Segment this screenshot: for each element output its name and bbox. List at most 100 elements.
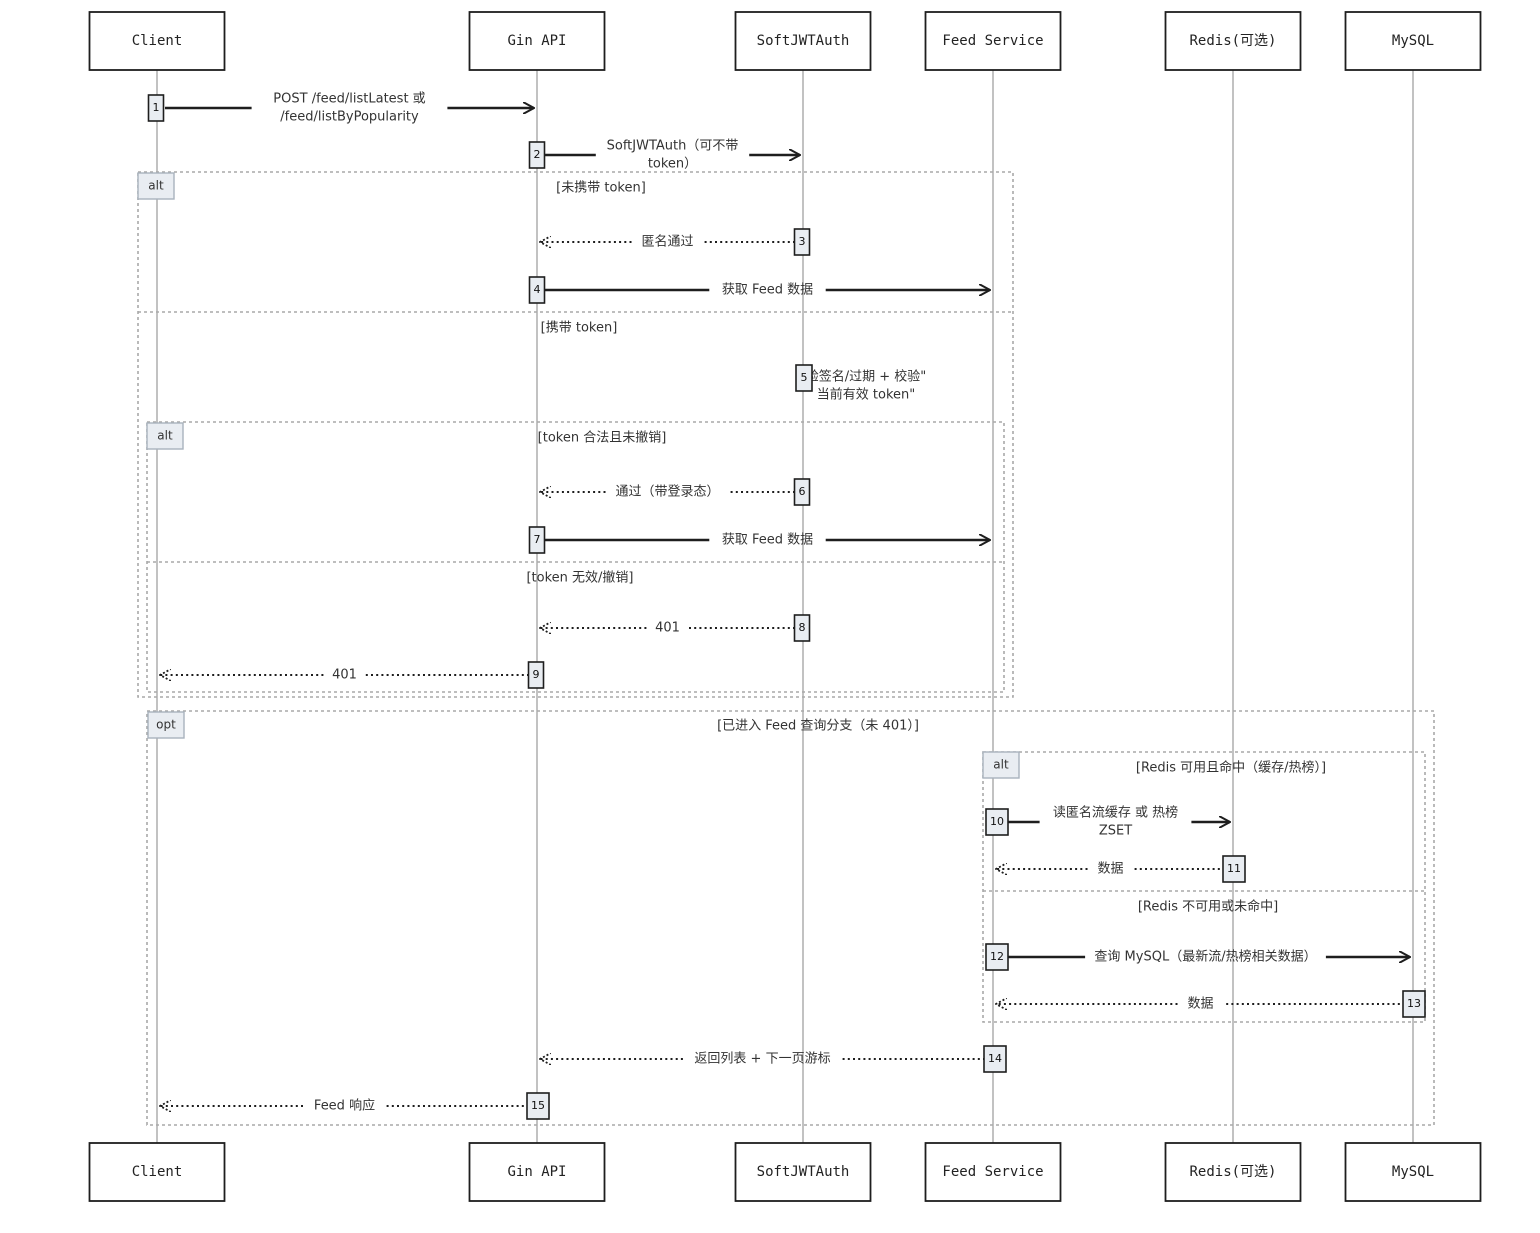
participant-feed-bottom: Feed Service: [924, 1142, 1062, 1202]
participant-box: [88, 1142, 226, 1202]
message-label: 数据: [1187, 997, 1213, 1012]
fragment-alt-4: alt[Redis 可用且命中（缓存/热榜）][Redis 不可用或未命中]: [982, 751, 1426, 1023]
step-number: 2: [534, 148, 541, 161]
message-label: 当前有效 token": [817, 387, 915, 403]
participant-label: Client: [132, 33, 183, 49]
step-number: 11: [1227, 862, 1241, 875]
participant-label: MySQL: [1392, 33, 1434, 49]
message-label: 匿名通过: [641, 234, 693, 250]
message-label: POST /feed/listLatest 或: [273, 92, 425, 107]
step-number: 10: [990, 815, 1004, 828]
message-12: 查询 MySQL（最新流/热榜相关数据）12: [985, 943, 1410, 971]
message-label: 验签名/过期 + 校验": [806, 369, 927, 385]
step-badge: [985, 943, 1009, 971]
message-label: 读匿名流缓存 或 热榜: [1053, 805, 1178, 821]
step-number: 14: [988, 1052, 1002, 1065]
message-13: 数据 13: [996, 990, 1426, 1018]
participant-mysql-top: MySQL: [1344, 11, 1482, 71]
fragments: alt [未携带 token] [携带 token] alt [token 合法且未撤销…: [137, 171, 1435, 1126]
lifelines: [156, 70, 1414, 1143]
step-badge: [985, 808, 1009, 836]
message-label: 数据: [1097, 862, 1123, 877]
participant-redis-top: Redis(可选): [1164, 11, 1302, 71]
step-badge: [528, 276, 546, 304]
participant-box: [468, 11, 606, 71]
step-badge: [795, 364, 813, 392]
participant-auth-top: SoftJWTAuth: [734, 11, 872, 71]
message-7: 获取 Feed 数据 7: [528, 526, 991, 554]
participant-box: [1344, 1142, 1482, 1202]
fragment-condition: [未携带 token]: [556, 180, 646, 196]
step-number: 7: [534, 533, 541, 546]
fragment-kind-tag: [137, 172, 175, 200]
message-4: 获取 Feed 数据 4: [528, 276, 991, 304]
fragment-kind-tag: [982, 751, 1020, 779]
step-number: 1: [153, 101, 160, 114]
participant-box: [924, 1142, 1062, 1202]
fragment-frame: [982, 751, 1426, 1023]
message-label: 返回列表 + 下一页游标: [694, 1052, 830, 1067]
fragment-frame: [146, 710, 1435, 1126]
message-5: 验签名/过期 + 校验" 当前有效 token" 5: [795, 364, 927, 403]
fragment-kind-tag: [147, 711, 185, 739]
message-label: /feed/listByPopularity: [280, 110, 419, 125]
step-badge: [793, 228, 811, 256]
message-6: 通过（带登录态） 6: [540, 478, 811, 506]
step-badge: [527, 661, 545, 689]
step-badge: [526, 1092, 550, 1120]
step-badge: [1402, 990, 1426, 1018]
step-number: 3: [799, 235, 806, 248]
participant-label: Client: [132, 1164, 183, 1180]
fragment-frame: [137, 171, 1014, 698]
participant-label: Redis(可选): [1189, 1164, 1276, 1180]
message-label: 获取 Feed 数据: [722, 533, 813, 548]
step-number: 6: [799, 485, 806, 498]
participant-client-top: Client: [88, 11, 226, 71]
participant-label: Redis(可选): [1189, 33, 1276, 49]
step-badge: [1222, 855, 1246, 883]
message-label: 获取 Feed 数据: [722, 283, 813, 298]
participant-box: [1164, 1142, 1302, 1202]
participant-label: Gin API: [507, 33, 566, 49]
message-label: 通过（带登录态）: [615, 485, 719, 500]
participant-mysql-bottom: MySQL: [1344, 1142, 1482, 1202]
message-label: 401: [655, 621, 680, 636]
step-number: 4: [534, 283, 541, 296]
participant-box: [88, 11, 226, 71]
participant-auth-bottom: SoftJWTAuth: [734, 1142, 872, 1202]
participant-box: [468, 1142, 606, 1202]
participant-box: [1164, 11, 1302, 71]
fragment-kind-label: alt: [148, 179, 164, 193]
step-number: 13: [1407, 997, 1421, 1010]
fragment-opt-3: opt[已进入 Feed 查询分支（未 401）]: [146, 710, 1435, 1126]
participant-label: SoftJWTAuth: [757, 33, 850, 49]
participant-gin-bottom: Gin API: [468, 1142, 606, 1202]
fragment-alt-2: alt [token 合法且未撤销] [token 无效/撤销]: [146, 421, 1005, 693]
step-number: 9: [533, 668, 540, 681]
fragment-kind-label: alt: [157, 429, 173, 443]
fragment-kind-tag: [146, 422, 184, 450]
participant-label: SoftJWTAuth: [757, 1164, 850, 1180]
participant-gin-top: Gin API: [468, 11, 606, 71]
participant-label: Feed Service: [942, 1164, 1043, 1180]
participant-box: [734, 1142, 872, 1202]
participant-label: Feed Service: [942, 33, 1043, 49]
message-label: ZSET: [1099, 824, 1132, 839]
step-number: 5: [801, 371, 808, 384]
message-label: 查询 MySQL（最新流/热榜相关数据）: [1094, 949, 1316, 965]
step-badge: [147, 94, 165, 122]
participant-client-bottom: Client: [88, 1142, 226, 1202]
message-label: token）: [648, 157, 697, 172]
step-badge: [528, 141, 546, 169]
message-11: 数据 11: [996, 855, 1246, 883]
fragment-condition: [携带 token]: [541, 320, 618, 336]
fragment-condition: [token 合法且未撤销]: [538, 430, 667, 446]
step-number: 15: [531, 1099, 545, 1112]
fragment-condition: [token 无效/撤销]: [526, 570, 633, 586]
